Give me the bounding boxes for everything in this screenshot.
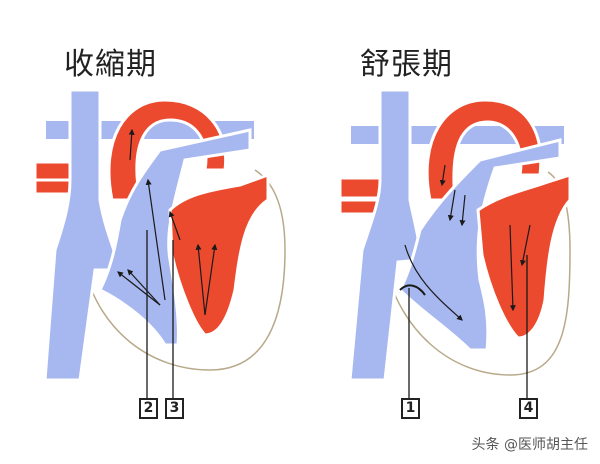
label-box-3: 3 xyxy=(165,398,184,419)
title-systole: 收縮期 xyxy=(64,47,157,82)
heart-systole xyxy=(33,88,286,398)
label-box-1: 1 xyxy=(401,398,420,419)
title-diastole: 舒張期 xyxy=(360,47,453,82)
label-box-4: 4 xyxy=(519,398,538,419)
label-box-2: 2 xyxy=(139,398,158,419)
watermark: 头条 @医师胡主任 xyxy=(471,437,588,453)
heart-diastole xyxy=(338,88,572,398)
